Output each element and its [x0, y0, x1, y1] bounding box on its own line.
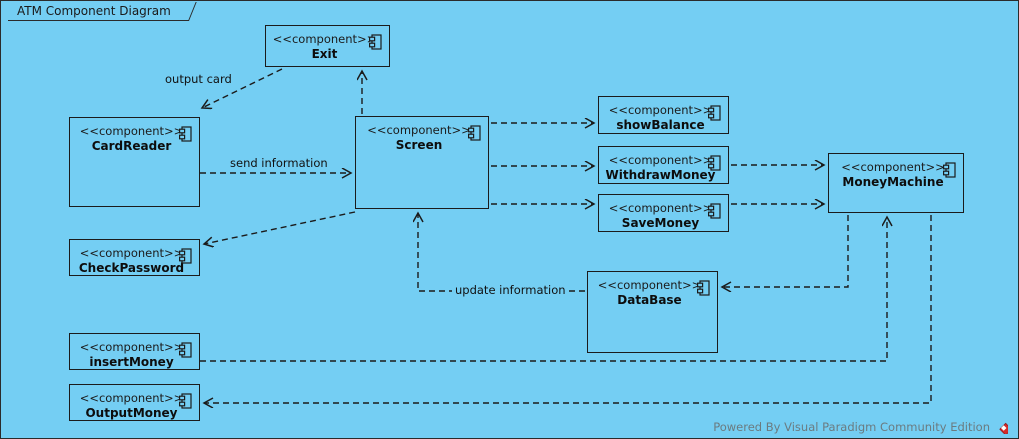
component-label: Screen	[395, 138, 443, 152]
component-stereotype: <<component>>	[79, 391, 184, 405]
edge-label-update-information: update information	[452, 283, 569, 297]
component-stereotype: <<component>>	[79, 246, 184, 260]
component-checkpassword[interactable]: <<component>> CheckPassword	[69, 239, 200, 276]
component-moneymachine[interactable]: <<component>> MoneyMachine	[828, 153, 964, 213]
component-icon	[179, 393, 192, 409]
component-label: WithdrawMoney	[605, 168, 716, 182]
edge-label-output-card: output card	[165, 72, 232, 86]
edge-exit-to-cardreader	[202, 68, 283, 108]
component-outputmoney[interactable]: <<component>> OutputMoney	[69, 384, 200, 421]
diagram-title-tab[interactable]: ATM Component Diagram	[8, 2, 189, 21]
component-insertmoney[interactable]: <<component>> insertMoney	[69, 333, 200, 370]
edge-moneymachine-to-outputmoney	[204, 215, 932, 403]
component-label: DataBase	[617, 293, 682, 307]
component-icon	[708, 155, 721, 171]
edge-label-send-information: send information	[230, 156, 328, 170]
visual-paradigm-logo-icon	[999, 422, 1008, 434]
component-cardreader[interactable]: <<component>> CardReader	[69, 117, 200, 207]
component-label: showBalance	[616, 118, 705, 132]
component-stereotype: <<component>>	[367, 123, 471, 137]
edge-moneymachine-to-database	[722, 215, 849, 287]
component-icon	[708, 203, 721, 219]
watermark: Powered By Visual Paradigm Community Edi…	[713, 420, 1008, 434]
component-icon	[179, 126, 192, 142]
component-stereotype: <<component>>	[79, 340, 184, 354]
component-stereotype: <<component>>	[841, 160, 945, 174]
component-stereotype: <<component>>	[79, 124, 184, 138]
component-exit[interactable]: <<component>> Exit	[265, 25, 390, 67]
component-savemoney[interactable]: <<component>> SaveMoney	[598, 194, 729, 232]
component-label: insertMoney	[89, 355, 174, 369]
component-icon	[468, 125, 481, 141]
component-label: CardReader	[91, 139, 172, 153]
component-withdrawmoney[interactable]: <<component>> WithdrawMoney	[598, 146, 729, 184]
component-label: CheckPassword	[78, 261, 185, 275]
component-icon	[943, 162, 956, 178]
component-screen[interactable]: <<component>> Screen	[355, 116, 489, 209]
component-stereotype: <<component>>	[608, 103, 713, 117]
component-icon	[179, 248, 192, 264]
component-stereotype: <<component>>	[597, 278, 702, 292]
component-icon	[179, 342, 192, 358]
component-showbalance[interactable]: <<component>> showBalance	[598, 96, 729, 134]
diagram-title: ATM Component Diagram	[17, 4, 171, 18]
component-database[interactable]: <<component>> DataBase	[587, 271, 718, 353]
component-stereotype: <<component>>	[608, 201, 713, 215]
edge-database-to-screen	[418, 213, 585, 292]
edge-insertmoney-to-moneymachine	[200, 217, 887, 362]
watermark-text: Powered By Visual Paradigm Community Edi…	[713, 420, 990, 434]
component-icon	[697, 280, 710, 296]
component-label: MoneyMachine	[842, 175, 944, 189]
component-stereotype: <<component>>	[272, 32, 377, 46]
component-label: SaveMoney	[621, 216, 700, 230]
component-icon	[369, 34, 382, 50]
edge-screen-to-checkpassword	[204, 211, 356, 244]
component-label: Exit	[311, 47, 338, 61]
component-icon	[708, 105, 721, 121]
component-stereotype: <<component>>	[608, 153, 713, 167]
component-label: OutputMoney	[85, 406, 178, 420]
